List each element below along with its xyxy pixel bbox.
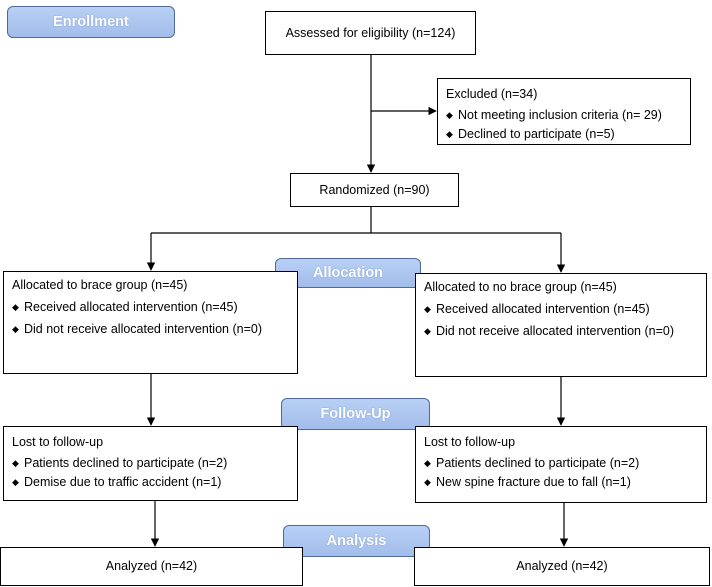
nobrace-followup-title: Lost to follow-up xyxy=(424,435,516,449)
excluded-item: ◆Not meeting inclusion criteria (n= 29) xyxy=(446,106,682,125)
brace-allocation-item: ◆Did not receive allocated intervention … xyxy=(12,320,289,339)
brace-allocation-box: Allocated to brace group (n=45) ◆Receive… xyxy=(3,271,298,374)
nobrace-allocation-item: ◆Did not receive allocated intervention … xyxy=(424,322,698,341)
brace-allocation-item: ◆Received allocated intervention (n=45) xyxy=(12,298,289,317)
brace-followup-title: Lost to follow-up xyxy=(12,435,104,449)
excluded-title: Excluded (n=34) xyxy=(446,87,538,101)
nobrace-followup-box: Lost to follow-up ◆Patients declined to … xyxy=(415,426,707,503)
diamond-bullet-icon: ◆ xyxy=(424,326,431,336)
phase-analysis: Analysis xyxy=(283,525,430,557)
nobrace-allocation-box: Allocated to no brace group (n=45) ◆Rece… xyxy=(415,273,707,377)
diamond-bullet-icon: ◆ xyxy=(424,477,431,487)
nobrace-allocation-title: Allocated to no brace group (n=45) xyxy=(424,280,617,294)
nobrace-followup-list: ◆Patients declined to participate (n=2) … xyxy=(424,454,698,492)
brace-followup-list: ◆Patients declined to participate (n=2) … xyxy=(12,454,289,492)
diamond-bullet-icon: ◆ xyxy=(12,302,19,312)
randomized-label: Randomized (n=90) xyxy=(319,182,430,197)
brace-allocation-title: Allocated to brace group (n=45) xyxy=(12,278,188,292)
brace-followup-item: ◆Patients declined to participate (n=2) xyxy=(12,454,289,473)
brace-followup-item: ◆Demise due to traffic accident (n=1) xyxy=(12,473,289,492)
assessed-label: Assessed for eligibility (n=124) xyxy=(285,25,456,40)
nobrace-allocation-list: ◆Received allocated intervention (n=45) … xyxy=(424,300,698,341)
excluded-item: ◆Declined to participate (n=5) xyxy=(446,125,682,144)
nobrace-followup-item: ◆New spine fracture due to fall (n=1) xyxy=(424,473,698,492)
randomized-box: Randomized (n=90) xyxy=(290,173,459,207)
nobrace-followup-item: ◆Patients declined to participate (n=2) xyxy=(424,454,698,473)
assessed-box: Assessed for eligibility (n=124) xyxy=(265,11,476,55)
diamond-bullet-icon: ◆ xyxy=(446,110,453,120)
brace-analysis-box: Analyzed (n=42) xyxy=(0,547,303,586)
diamond-bullet-icon: ◆ xyxy=(12,477,19,487)
phase-enrollment: Enrollment xyxy=(7,6,175,38)
phase-follow-up: Follow-Up xyxy=(281,398,430,430)
excluded-list: ◆Not meeting inclusion criteria (n= 29) … xyxy=(446,106,682,144)
brace-followup-box: Lost to follow-up ◆Patients declined to … xyxy=(3,426,298,501)
diamond-bullet-icon: ◆ xyxy=(12,458,19,468)
nobrace-analysis-label: Analyzed (n=42) xyxy=(516,559,608,573)
diamond-bullet-icon: ◆ xyxy=(12,324,19,334)
brace-analysis-label: Analyzed (n=42) xyxy=(105,559,198,573)
nobrace-allocation-item: ◆Received allocated intervention (n=45) xyxy=(424,300,698,319)
diamond-bullet-icon: ◆ xyxy=(424,458,431,468)
excluded-box: Excluded (n=34) ◆Not meeting inclusion c… xyxy=(437,78,691,145)
brace-allocation-list: ◆Received allocated intervention (n=45) … xyxy=(12,298,289,339)
diamond-bullet-icon: ◆ xyxy=(446,129,453,139)
nobrace-analysis-box: Analyzed (n=42) xyxy=(414,547,710,586)
diamond-bullet-icon: ◆ xyxy=(424,304,431,314)
